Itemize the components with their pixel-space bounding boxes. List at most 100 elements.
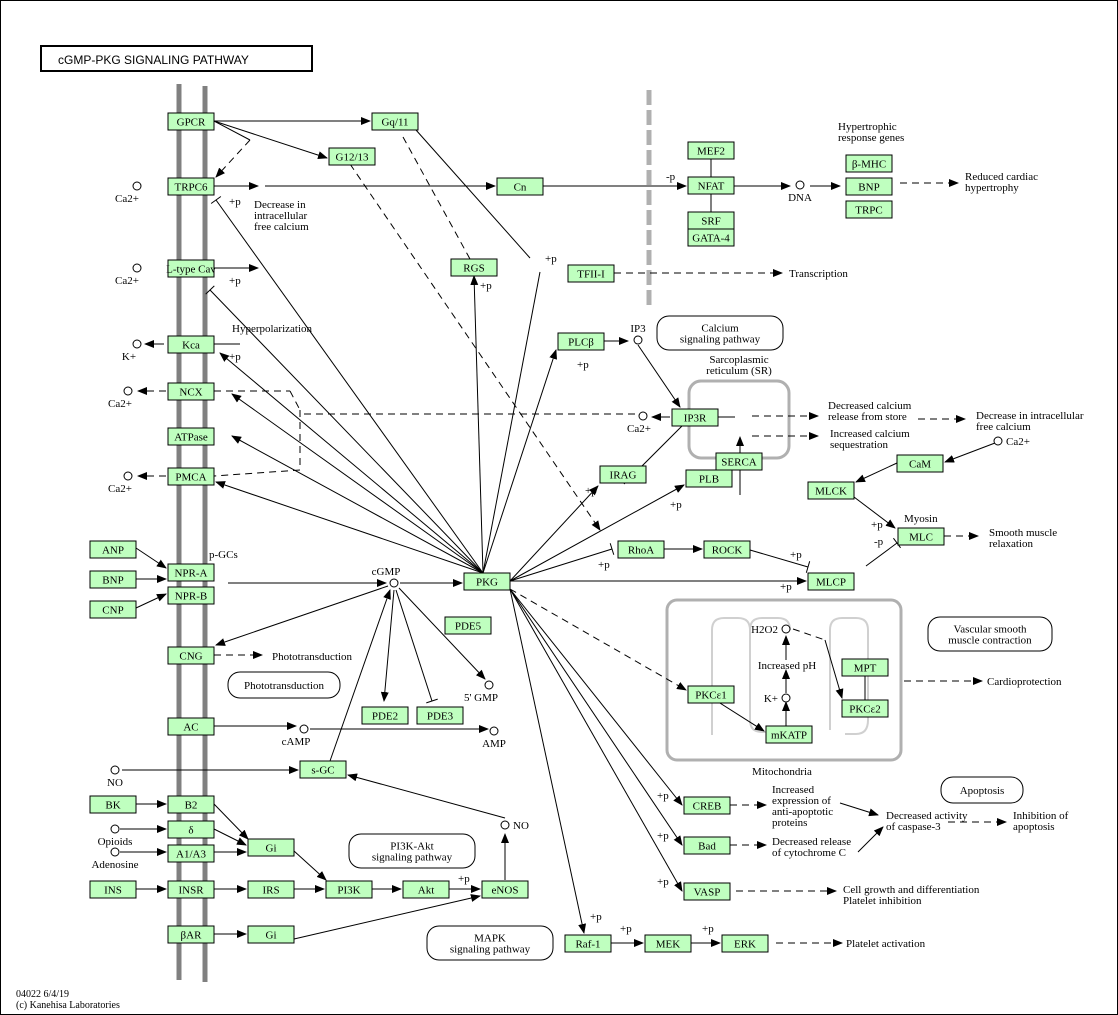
compound-circle[interactable] [110,847,120,857]
compound-k-mito[interactable]: K+ [764,693,791,705]
gene-ip3r[interactable]: IP3R [671,408,719,427]
gene-box[interactable] [463,572,511,591]
compound-circle[interactable] [132,181,142,191]
compound-camp[interactable]: cAMP [282,724,311,748]
gene-nprb[interactable]: NPR-B [167,586,215,605]
compound-dna[interactable]: DNA [788,180,812,204]
gene-akt[interactable]: Akt [402,880,450,899]
gene-gi2[interactable]: Gi [247,925,295,944]
gene-box[interactable] [167,382,215,401]
gene-tfiii[interactable]: TFII-I [567,264,615,283]
gene-box[interactable] [89,600,137,619]
gene-box[interactable] [167,259,215,278]
gene-box[interactable] [402,880,450,899]
gene-box[interactable] [444,616,492,635]
gene-pkce2[interactable]: PKCε2 [841,699,889,718]
gene-plcb[interactable]: PLCβ [557,332,605,351]
gene-pkg[interactable]: PKG [463,572,511,591]
gene-box[interactable] [361,706,409,725]
gene-box[interactable] [567,264,615,283]
gene-box[interactable] [644,934,692,953]
gene-box[interactable] [167,467,215,486]
gene-box[interactable] [167,586,215,605]
pathway-link-phototransduction[interactable]: Phototransduction [227,671,341,699]
gene-pi3k[interactable]: PI3K [325,880,373,899]
compound-circle[interactable] [110,824,120,834]
gene-box[interactable] [617,540,665,559]
pathway-box[interactable] [940,776,1024,804]
gene-box[interactable] [481,880,529,899]
gene-bk[interactable]: BK [89,795,137,814]
gene-bnp-h[interactable]: BNP [845,177,893,196]
compound-circle[interactable] [110,765,120,775]
gene-gi1[interactable]: Gi [247,838,295,857]
gene-rock[interactable]: ROCK [703,540,751,559]
gene-box[interactable] [687,228,735,247]
compound-ca-ltype[interactable]: Ca2+ [115,263,142,287]
compound-opioids[interactable]: Opioids [98,824,133,848]
gene-box[interactable] [845,200,893,219]
gene-rhoa[interactable]: RhoA [617,540,665,559]
pathway-box[interactable] [927,616,1053,652]
gene-box[interactable] [703,540,751,559]
gene-box[interactable] [167,925,215,944]
gene-box[interactable] [687,176,735,195]
gene-irag[interactable]: IRAG [599,465,647,484]
gene-kca[interactable]: Kca [167,335,215,354]
gene-b2[interactable]: B2 [167,795,215,814]
gene-a1a3[interactable]: A1/A3 [167,844,215,863]
gene-gpcr[interactable]: GPCR [167,112,215,131]
gene-gq11[interactable]: Gq/11 [371,112,419,131]
gene-gata4[interactable]: GATA-4 [687,228,735,247]
gene-cam[interactable]: CaM [896,454,944,473]
gene-box[interactable] [496,177,544,196]
gene-box[interactable] [564,934,612,953]
gene-delta[interactable]: δ [167,820,215,839]
gene-trpc[interactable]: TRPC [845,200,893,219]
compound-circle[interactable] [123,471,133,481]
gene-bmhc[interactable]: β-MHC [845,154,893,173]
gene-ltypecav[interactable]: L-type Cav [166,259,216,278]
gene-box[interactable] [89,540,137,559]
compound-circle[interactable] [484,680,494,690]
compound-ca-ncx[interactable]: Ca2+ [108,386,133,410]
gene-insr[interactable]: INSR [167,880,215,899]
gene-box[interactable] [721,934,769,953]
gene-trpc6[interactable]: TRPC6 [167,177,215,196]
compound-ca-cam[interactable]: Ca2+ [993,436,1030,448]
gene-box[interactable] [685,469,733,488]
gene-box[interactable] [687,141,735,160]
gene-plb[interactable]: PLB [685,469,733,488]
gene-irs[interactable]: IRS [247,880,295,899]
gene-box[interactable] [299,760,347,779]
gene-pde2[interactable]: PDE2 [361,706,409,725]
gene-box[interactable] [599,465,647,484]
gene-npra[interactable]: NPR-A [167,563,215,582]
gene-bad[interactable]: Bad [683,836,731,855]
gene-box[interactable] [715,452,763,471]
gene-box[interactable] [247,925,295,944]
compound-circle[interactable] [500,820,510,830]
gene-box[interactable] [841,658,889,677]
gene-box[interactable] [450,258,498,277]
compound-circle[interactable] [795,180,805,190]
gene-creb[interactable]: CREB [683,796,731,815]
compound-circle[interactable] [132,263,142,273]
gene-box[interactable] [328,147,376,166]
gene-box[interactable] [416,706,464,725]
gene-box[interactable] [897,527,945,546]
gene-ac[interactable]: AC [167,717,215,736]
gene-box[interactable] [557,332,605,351]
gene-mpt[interactable]: MPT [841,658,889,677]
gene-box[interactable] [167,795,215,814]
gene-ncx[interactable]: NCX [167,382,215,401]
gene-box[interactable] [167,563,215,582]
pathway-box[interactable] [348,833,476,869]
gene-box[interactable] [167,177,215,196]
gene-box[interactable] [671,408,719,427]
gene-mlc[interactable]: MLC [897,527,945,546]
gene-ins[interactable]: INS [89,880,137,899]
gene-mlck[interactable]: MLCK [807,481,855,500]
